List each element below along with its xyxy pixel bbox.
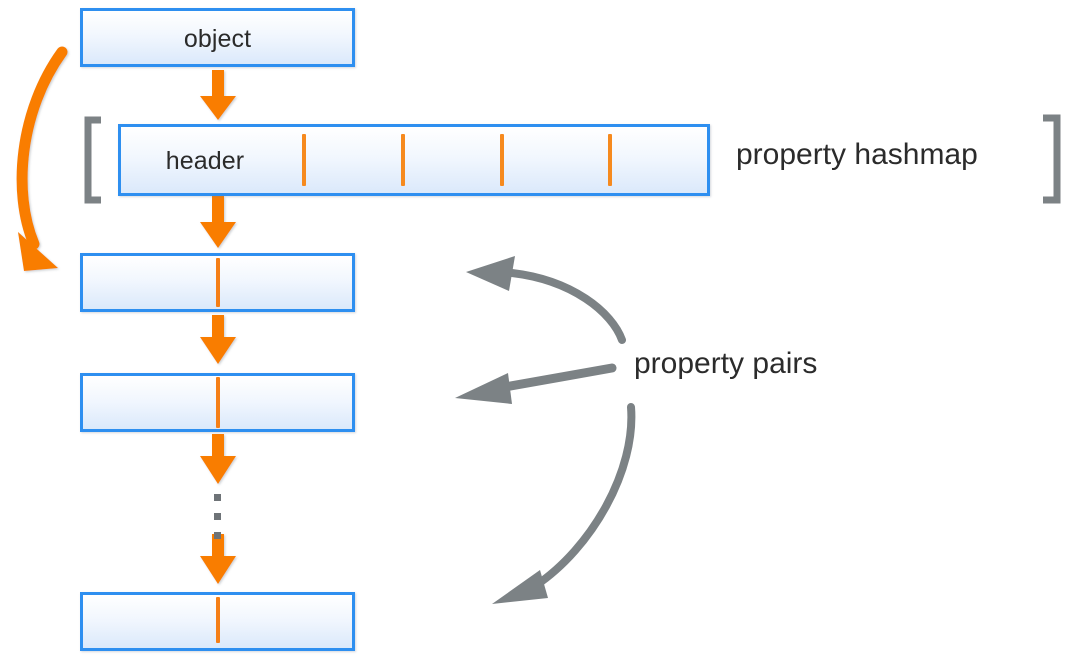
property-hashmap-label: property hashmap: [736, 138, 978, 171]
arrow-ellipsis-to-pair-n: [200, 534, 236, 584]
hashmap-slot-tick-2: [401, 134, 405, 186]
arrow-object-to-header: [200, 70, 236, 120]
hashmap-header-label: header: [165, 147, 245, 175]
hashmap-right-bracket: [1043, 114, 1061, 204]
object-box[interactable]: [80, 8, 355, 67]
chain-segment-pair-last: [216, 597, 220, 643]
property-pairs-label: property pairs: [634, 347, 818, 380]
arrow-object-to-first-pair: [16, 46, 68, 271]
hashmap-slot-tick-1: [302, 134, 306, 186]
chain-ellipsis-dots: [214, 494, 221, 539]
chain-segment-pair-1: [216, 258, 220, 307]
arrow-pair-2-to-ellipsis: [200, 434, 236, 484]
hashmap-left-bracket: [84, 116, 101, 204]
chain-segment-pair-2: [216, 377, 220, 428]
arrow-pairs-to-pair-n: [492, 403, 636, 604]
arrow-pairs-to-pair-1: [466, 256, 626, 344]
hashmap-slot-tick-4: [608, 134, 612, 186]
object-box-label: object: [183, 25, 252, 53]
hashmap-slot-tick-3: [500, 134, 504, 186]
arrow-pairs-to-pair-2: [455, 363, 617, 404]
arrow-pair-1-to-pair-2: [200, 315, 236, 364]
arrow-header-to-pair-1: [200, 196, 236, 248]
